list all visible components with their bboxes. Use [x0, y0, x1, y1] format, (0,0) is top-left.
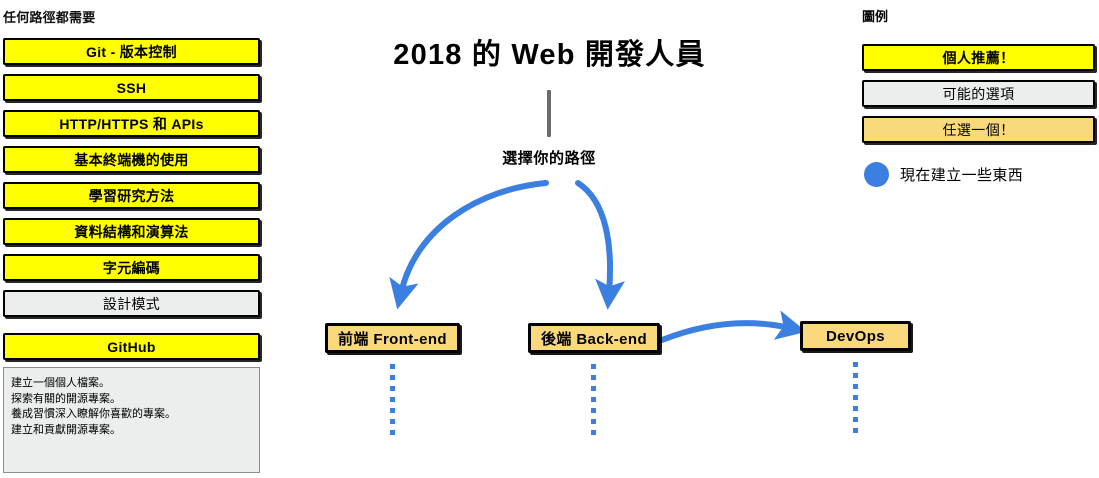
skill-box-learn-how-to-learn[interactable]: 學習研究方法 — [3, 182, 260, 209]
legend-item-label: 現在建立一些東西 — [900, 167, 1024, 184]
skill-box-http-apis[interactable]: HTTP/HTTPS 和 APIs — [3, 110, 260, 137]
skill-box-label: SSH — [116, 79, 147, 96]
skill-box-label: HTTP/HTTPS 和 APIs — [59, 115, 204, 132]
path-box-frontend[interactable]: 前端 Front-end — [325, 323, 460, 353]
skill-box-label: 設計模式 — [102, 295, 161, 312]
skill-box-character-encoding[interactable]: 字元編碼 — [3, 254, 260, 281]
arrow-to-frontend — [389, 180, 549, 310]
legend-heading: 圖例 — [862, 9, 889, 24]
arrow-to-backend — [575, 180, 626, 310]
github-note-line: 養成習慣深入瞭解你喜歡的專案。 — [11, 408, 176, 420]
legend-item-build-now: 現在建立一些東西 — [864, 162, 1023, 187]
path-box-label: 前端 Front-end — [338, 330, 447, 348]
skill-box-label: GitHub — [107, 338, 156, 355]
branch-arrows-group — [389, 180, 626, 310]
choose-path-label: 選擇你的路徑 — [502, 150, 596, 167]
title-stem-connector — [547, 90, 551, 137]
dotted-continuation-devops — [853, 362, 858, 434]
skill-box-label: 資料結構和演算法 — [74, 223, 189, 240]
page-title: 2018 的 Web 開發人員 — [393, 39, 706, 71]
arrow-backend-to-devops — [659, 310, 807, 343]
skill-box-label: 字元編碼 — [102, 259, 161, 276]
legend-item-label: 可能的選項 — [942, 85, 1015, 102]
skill-box-data-structures-algorithms[interactable]: 資料結構和演算法 — [3, 218, 260, 245]
required-column-heading: 任何路徑都需要 — [3, 10, 96, 25]
skill-box-terminal-usage[interactable]: 基本終端機的使用 — [3, 146, 260, 173]
github-note-line: 建立和貢獻開源專案。 — [11, 423, 121, 436]
path-box-label: DevOps — [825, 327, 886, 345]
path-box-backend[interactable]: 後端 Back-end — [528, 323, 660, 353]
skill-box-label: 學習研究方法 — [88, 187, 175, 204]
skill-box-label: 基本終端機的使用 — [74, 151, 189, 168]
blue-circle-icon — [864, 162, 889, 187]
skill-box-git[interactable]: Git - 版本控制 — [3, 38, 260, 65]
github-note-line: 建立一個個人檔案。 — [11, 377, 110, 389]
path-box-label: 後端 Back-end — [540, 330, 648, 348]
github-notes-panel: 建立一個個人檔案。 探索有關的開源專案。 養成習慣深入瞭解你喜歡的專案。 建立和… — [3, 367, 260, 473]
dotted-continuation-frontend — [390, 364, 395, 436]
legend-item-recommended: 個人推薦！ — [862, 44, 1095, 71]
legend-item-pick-one: 任選一個！ — [862, 116, 1095, 143]
skill-box-ssh[interactable]: SSH — [3, 74, 260, 101]
required-column: Git - 版本控制 SSH HTTP/HTTPS 和 APIs 基本終端機的使… — [3, 38, 260, 326]
legend-item-possible: 可能的選項 — [862, 80, 1095, 107]
skill-box-design-patterns[interactable]: 設計模式 — [3, 290, 260, 317]
legend-item-label: 個人推薦！ — [942, 49, 1015, 66]
skill-box-label: Git - 版本控制 — [86, 43, 177, 60]
github-group: GitHub 建立一個個人檔案。 探索有關的開源專案。 養成習慣深入瞭解你喜歡的… — [3, 333, 260, 473]
skill-box-github[interactable]: GitHub — [3, 333, 260, 360]
dotted-continuation-backend — [591, 364, 596, 436]
legend-item-label: 任選一個！ — [942, 121, 1015, 138]
path-box-devops[interactable]: DevOps — [800, 321, 911, 351]
github-note-line: 探索有關的開源專案。 — [11, 392, 121, 405]
